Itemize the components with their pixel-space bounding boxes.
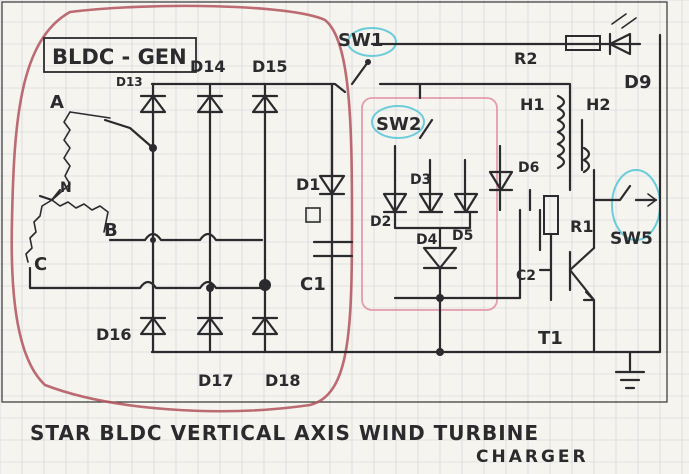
junction-dot [436,348,444,356]
sw2-highlight [371,105,425,139]
capacitor-c2 [518,188,542,252]
label-d3: D3 [410,172,431,188]
winding-a [51,111,71,201]
resistor-r2 [565,35,601,51]
diode-d15 [251,94,279,114]
label-d13: D13 [116,75,143,89]
label-d4: D4 [416,232,438,248]
winding-b [51,199,109,233]
c1-marker [305,207,321,223]
label-c2: C2 [516,268,536,284]
label-r1: R1 [570,217,593,236]
label-h1: H1 [520,95,545,114]
diode-d14 [196,94,224,114]
label-r2: R2 [514,49,537,68]
dc-positive-rail [150,82,347,94]
diode-d16 [139,316,167,336]
zener-legs [393,144,502,212]
junction-dot [259,279,271,291]
label-phase-a: A [50,92,64,113]
paper-edge [1,1,668,403]
label-phase-c: C [34,254,47,275]
label-sw5: SW5 [610,229,653,249]
sw1-highlight [347,27,397,57]
label-d17: D17 [198,371,234,390]
diode-d13 [139,94,167,114]
label-d5: D5 [452,228,473,244]
star-windings [25,111,111,263]
caption-subtitle: CHARGER [476,447,589,467]
led-d9 [608,13,637,56]
diode-d18 [251,316,279,336]
wire-phase-a [103,118,155,150]
zener-d5 [453,192,479,214]
caption-title: STAR BLDC VERTICAL AXIS WIND TURBINE [30,421,539,445]
switch-sw1 [350,42,642,86]
diode-d17 [196,316,224,336]
zener-d6 [488,170,514,192]
junction-dot [149,144,157,152]
label-sw2: SW2 [376,114,421,135]
wire-phase-b [108,232,264,242]
zener-bank-outline [361,97,498,311]
label-d15: D15 [252,57,288,76]
label-sw1: SW1 [338,30,383,51]
zener-bank-wires [393,210,522,354]
label-d6: D6 [518,160,539,176]
label-c1: C1 [300,274,326,295]
label-h2: H2 [586,95,611,114]
resistor-r1 [543,195,559,235]
title-box [43,37,197,73]
sw1-contact [365,59,371,65]
heater-h1-h2 [556,94,591,174]
winding-c [25,199,53,263]
diagram-title: BLDC - GEN [52,45,187,69]
junction-dot [150,237,156,243]
wire-phase-c [28,266,264,290]
label-d9: D9 [624,72,651,93]
label-d1: D1 [296,175,320,194]
label-d16: D16 [96,325,132,344]
switch-sw2 [418,82,434,140]
ground-symbol [614,350,646,390]
junction-dot [206,284,214,292]
bldc-generator-outline [10,4,354,413]
capacitor-c1 [312,240,354,258]
label-d2: D2 [370,214,391,230]
dc-negative-rail [150,33,662,354]
label-phase-b: B [104,220,118,241]
junction-dot [436,294,444,302]
label-d14: D14 [190,57,226,76]
label-neutral: N [60,180,72,196]
heater-rail [378,82,572,192]
zener-d3 [418,192,444,214]
label-d18: D18 [265,371,301,390]
transistor-t1 [538,168,596,354]
label-t1: T1 [538,328,563,349]
switch-sw5 [592,184,658,202]
